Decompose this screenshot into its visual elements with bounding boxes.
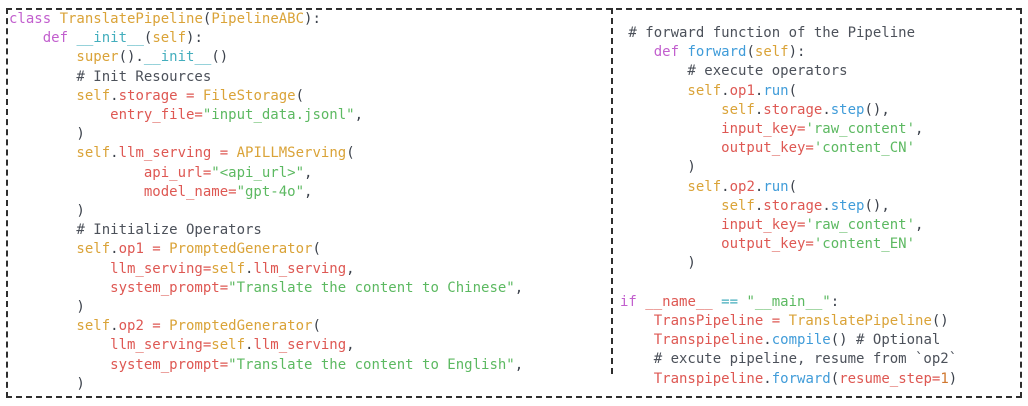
code-line: self.op2.run( — [620, 178, 798, 195]
code-line: self.storage.step(), — [620, 197, 890, 214]
code-line: def forward(self): — [620, 44, 806, 61]
code-line: ) — [620, 159, 696, 176]
code-line: system_prompt="Translate the content to … — [9, 356, 524, 373]
code-line: self.llm_serving = APILLMServing( — [9, 145, 355, 162]
code-panel-right: # forward function of the Pipeline def f… — [620, 24, 957, 389]
code-line: # excute pipeline, resume from `op2` — [620, 351, 958, 368]
code-line: # Initialize Operators — [9, 222, 262, 239]
code-line: output_key='content_EN' — [620, 236, 916, 253]
code-line: ) — [9, 375, 85, 392]
code-line: llm_serving=self.llm_serving, — [9, 337, 355, 354]
dashed-outer-border — [6, 8, 1022, 398]
code-line: super().__init__() — [9, 49, 229, 66]
code-line: Transpipeline.compile() # Optional — [620, 332, 941, 349]
code-line: # forward function of the Pipeline — [620, 25, 916, 41]
code-line: entry_file="input_data.jsonl", — [9, 107, 364, 124]
code-line: self.op1 = PromptedGenerator( — [9, 241, 321, 258]
code-line: TransPipeline = TranslatePipeline() — [620, 313, 949, 330]
code-line: ) — [9, 126, 85, 143]
code-line: self.op1.run( — [620, 82, 798, 99]
code-line: input_key='raw_content', — [620, 121, 924, 138]
code-line: # execute operators — [620, 63, 848, 80]
code-line: ) — [9, 299, 85, 316]
code-line: input_key='raw_content', — [620, 217, 924, 234]
code-line: if __name__ == "__main__": — [620, 293, 840, 310]
code-line: Transpipeline.forward(resume_step=1) — [620, 370, 958, 387]
code-line: api_url="<api_url>", — [9, 164, 313, 181]
code-line: ) — [620, 255, 696, 272]
code-panel-left: class TranslatePipeline(PipelineABC): de… — [9, 10, 523, 394]
code-line: def __init__(self): — [9, 30, 203, 47]
code-line: output_key='content_CN' — [620, 140, 916, 157]
code-line: class TranslatePipeline(PipelineABC): — [9, 11, 321, 27]
code-line: self.op2 = PromptedGenerator( — [9, 318, 321, 335]
code-line: self.storage.step(), — [620, 101, 890, 118]
code-line: ) — [9, 203, 85, 220]
dashed-column-divider — [611, 8, 613, 374]
code-line: llm_serving=self.llm_serving, — [9, 260, 355, 277]
code-line — [620, 274, 957, 293]
code-line: # Init Resources — [9, 68, 212, 85]
code-line: self.storage = FileStorage( — [9, 87, 305, 104]
code-line: model_name="gpt-4o", — [9, 183, 313, 200]
code-line: system_prompt="Translate the content to … — [9, 279, 524, 296]
